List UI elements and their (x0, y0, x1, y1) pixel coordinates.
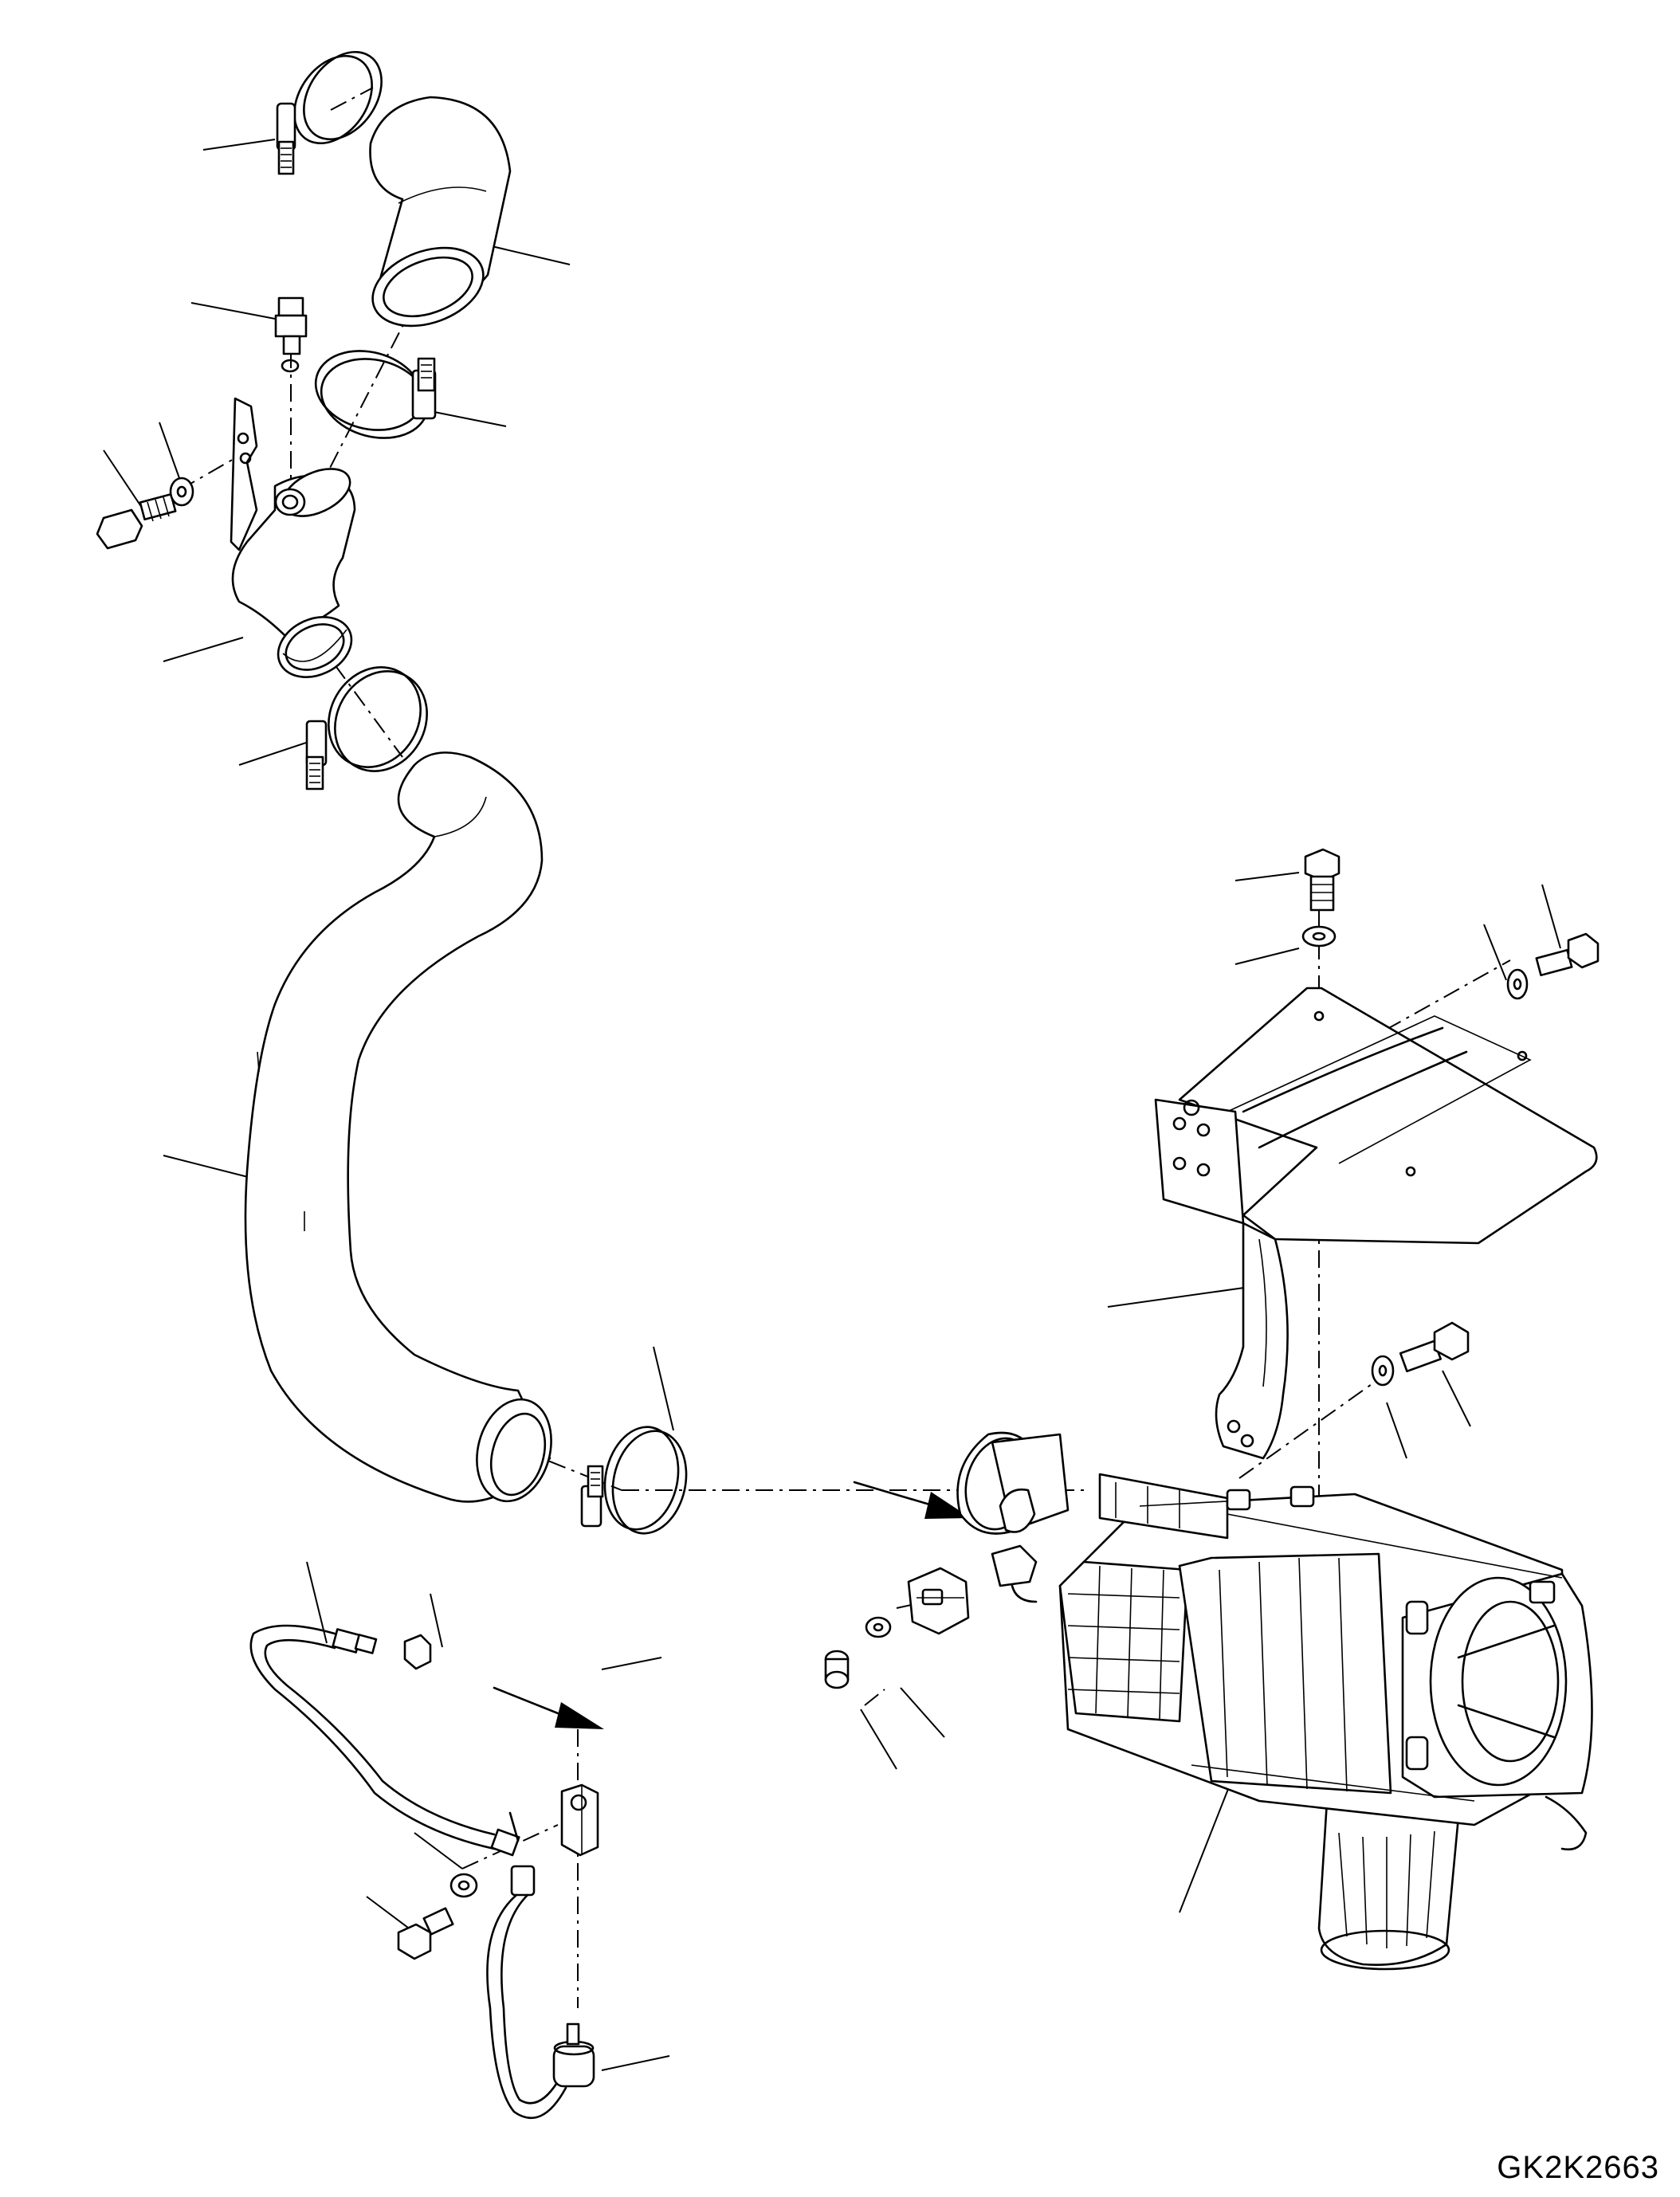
intake-elbow-tube-icon[interactable] (230, 397, 361, 689)
leader-lines (103, 139, 1561, 2071)
upper-hose-clamp-icon[interactable] (276, 37, 398, 175)
washer-left-icon[interactable] (169, 477, 194, 507)
air-cleaner-assembly-icon[interactable] (956, 1430, 1593, 1971)
sensor-bolt-icon[interactable] (397, 1907, 454, 1960)
bracket-side-washer-icon[interactable] (1506, 968, 1529, 1000)
tube-nut-icon[interactable] (403, 1634, 432, 1670)
bracket-side-bolt-icon[interactable] (1535, 932, 1600, 977)
sensor-plug-icon[interactable] (274, 296, 308, 355)
sensor-washer-icon[interactable] (449, 1873, 478, 1898)
drawing-code-label: GK2K2663 (1497, 2150, 1659, 2185)
bracket-top-washer-icon[interactable] (1301, 925, 1337, 947)
cleaner-inlet-clamp-icon[interactable] (580, 1420, 696, 1540)
bracket-lower-washer-icon[interactable] (1371, 1355, 1395, 1387)
o-ring-icon[interactable] (281, 359, 300, 373)
cap-screw-icon[interactable] (824, 1650, 850, 1689)
cap-screw-washer-icon[interactable] (865, 1616, 892, 1638)
upper-elbow-hose-icon[interactable] (362, 96, 512, 340)
bracket-top-bolt-icon[interactable] (1304, 848, 1340, 912)
mass-airflow-sensor-icon[interactable] (907, 1544, 1038, 1635)
vacuum-tube-icon[interactable] (249, 1624, 520, 1857)
air-cleaner-bracket-icon[interactable] (1154, 987, 1598, 1460)
middle-hose-clamp-icon[interactable] (307, 339, 437, 449)
lower-hose-clamp-icon[interactable] (305, 650, 445, 791)
direction-arrow-lower (493, 1686, 604, 1729)
direction-arrow-upper (853, 1481, 971, 1519)
bracket-lower-bolt-icon[interactable] (1399, 1321, 1470, 1373)
pressure-sensor-harness-icon[interactable] (486, 1865, 595, 2120)
long-intake-hose-icon[interactable] (244, 751, 562, 1509)
sensor-block-icon[interactable] (560, 1783, 599, 1857)
mounting-bolt-left-icon[interactable] (96, 492, 177, 550)
